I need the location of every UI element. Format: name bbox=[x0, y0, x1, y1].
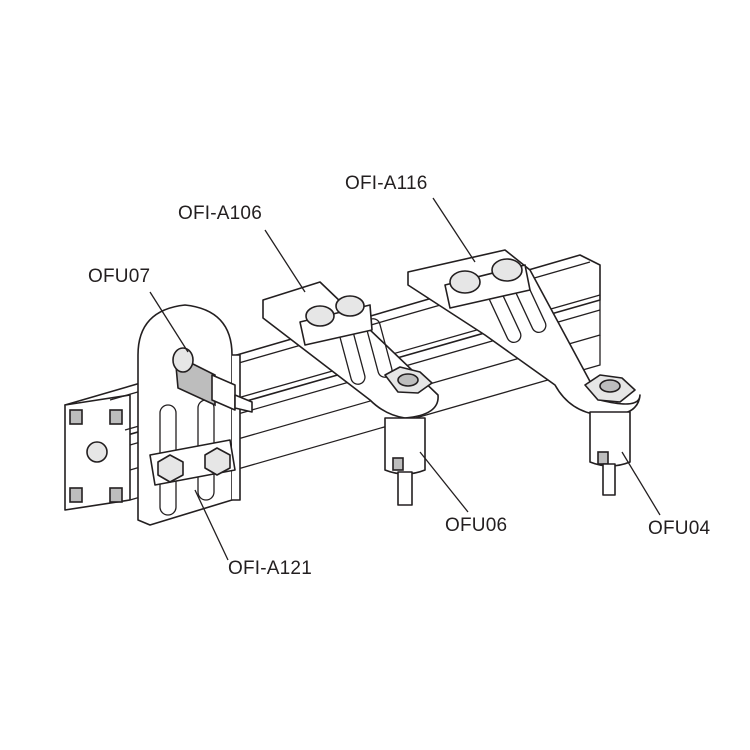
label-ofi-a106: OFI-A106 bbox=[178, 203, 262, 224]
label-ofu04: OFU04 bbox=[648, 518, 711, 539]
sensor-ofu04 bbox=[589, 411, 631, 496]
bracket-ofi-a116 bbox=[407, 249, 641, 417]
label-ofu07: OFU07 bbox=[88, 266, 151, 287]
sensor-ofu06 bbox=[384, 417, 426, 506]
bracket-ofi-a121 bbox=[137, 304, 241, 526]
label-ofi-a121: OFI-A121 bbox=[228, 558, 312, 579]
leader-lines bbox=[149, 197, 661, 561]
sensor-ofu07 bbox=[172, 347, 253, 413]
label-ofi-a116: OFI-A116 bbox=[345, 173, 428, 194]
label-ofu06: OFU06 bbox=[445, 515, 508, 536]
